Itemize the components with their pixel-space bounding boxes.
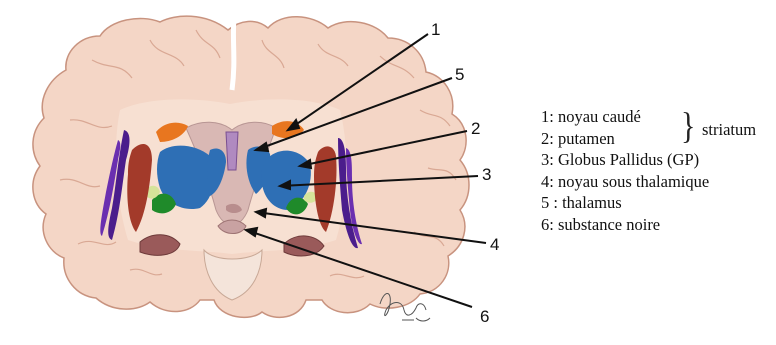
legend-item-subthalamic: 4: noyau sous thalamique <box>541 171 709 193</box>
legend-item-globus-pallidus: 3: Globus Pallidus (GP) <box>541 149 709 171</box>
legend-item-thalamus: 5 : thalamus <box>541 192 709 214</box>
label-6: 6 <box>480 307 489 326</box>
brace-icon: } <box>681 108 695 146</box>
label-1: 1 <box>431 20 440 39</box>
striatum-label: striatum <box>702 119 756 141</box>
legend: } striatum 1: noyau caudé 2: putamen 3: … <box>541 106 709 235</box>
label-5: 5 <box>455 65 464 84</box>
legend-item-substantia-nigra: 6: substance noire <box>541 214 709 236</box>
longitudinal-fissure <box>232 18 234 90</box>
label-3: 3 <box>482 165 491 184</box>
label-4: 4 <box>490 235 499 254</box>
septum <box>226 132 238 170</box>
label-2: 2 <box>471 119 480 138</box>
